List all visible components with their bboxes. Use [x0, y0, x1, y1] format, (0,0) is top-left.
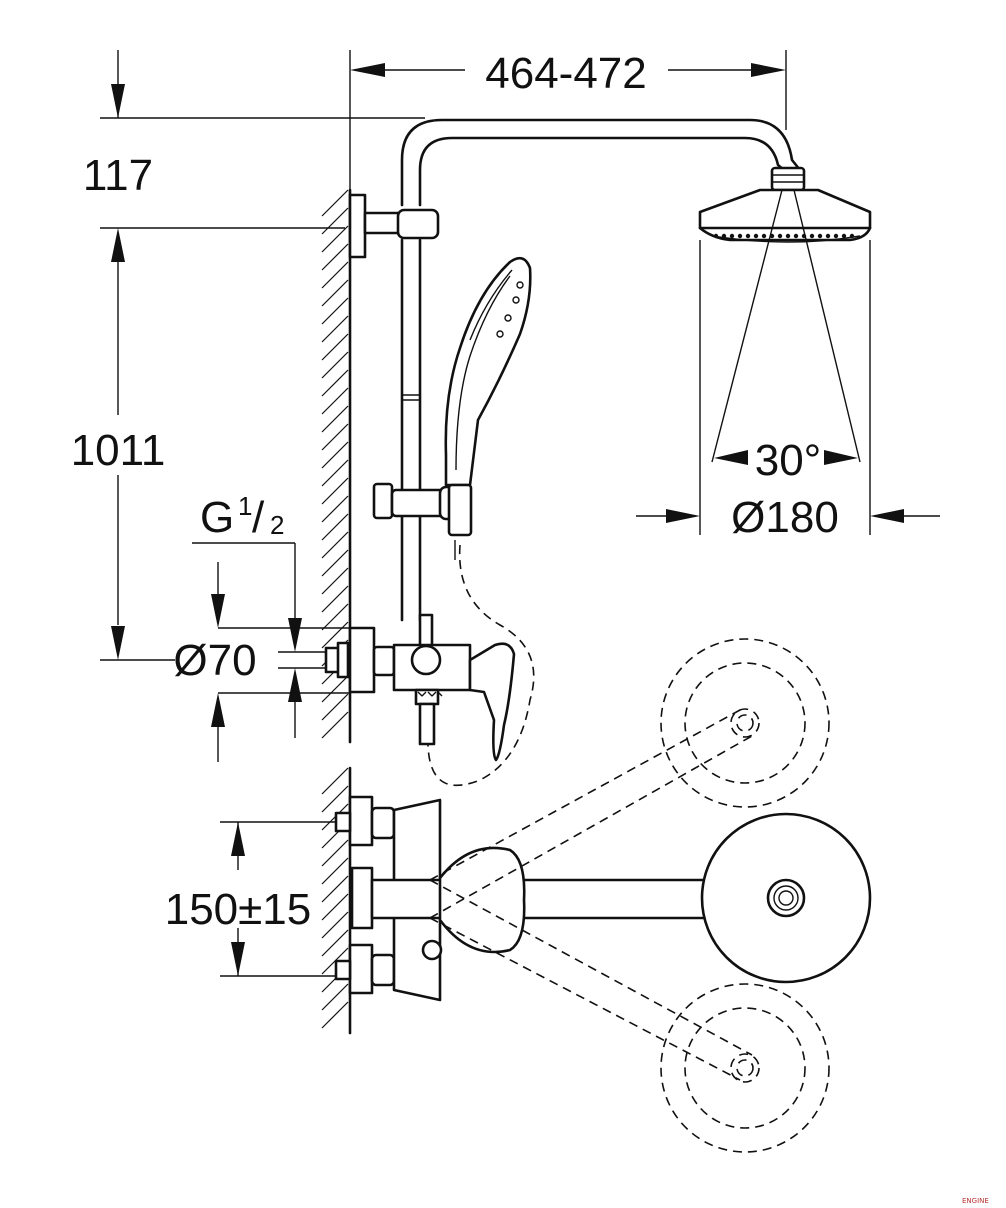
hand-shower — [427, 256, 535, 787]
wall-hatch-line — [321, 675, 349, 703]
wall-hatch-line — [321, 513, 349, 541]
wall-hatch-line — [321, 369, 349, 397]
wall-hatch-line — [321, 531, 349, 559]
wall-hatch-line — [321, 315, 349, 343]
dimension-rail-height: 1011 — [71, 262, 175, 661]
watermark: ENGINE — [962, 1197, 989, 1205]
wall-hatch-line — [321, 603, 349, 631]
connection-spacing-label: 150±15 — [165, 885, 312, 934]
wall-hatch-line — [321, 477, 349, 505]
wall-top-view — [321, 766, 352, 1035]
wall-hatch-line — [321, 585, 349, 613]
wall-hatch-line — [321, 929, 349, 957]
wall-hatch-line — [321, 261, 349, 289]
top-offset-label: 117 — [83, 151, 153, 200]
wall-rose-dia-label: Ø70 — [173, 636, 256, 685]
nozzle-dot — [745, 233, 751, 239]
dimension-wall-rose: Ø70 — [173, 562, 350, 762]
nozzle-dot — [777, 233, 783, 239]
wall-hatch-line — [321, 711, 349, 739]
wall-hatch-line — [321, 767, 349, 795]
shower-rail-and-arm — [348, 118, 802, 622]
nozzle-dot — [753, 233, 759, 239]
nozzle-dot — [833, 233, 839, 239]
wall-hatch-line — [321, 857, 349, 885]
wall-hatch-line — [321, 567, 349, 595]
nozzle-dot — [825, 233, 831, 239]
wall-hatch-line — [321, 983, 349, 1011]
thread-slash: / — [252, 493, 265, 542]
wall-hatch-line — [321, 785, 349, 813]
nozzle-dot — [713, 233, 719, 239]
nozzle-dot — [817, 233, 823, 239]
wall-hatch-line — [321, 459, 349, 487]
wall-hatch-line — [321, 423, 349, 451]
spray-angle-label: 30° — [755, 436, 822, 485]
wall-hatch-line — [321, 839, 349, 867]
nozzle-dot — [761, 233, 767, 239]
wall-hatch-line — [321, 225, 349, 253]
mixer-side-view — [324, 613, 516, 762]
wall-hatch-line — [321, 297, 349, 325]
wall-hatch-line — [321, 621, 349, 649]
wall-hatch-line — [321, 405, 349, 433]
wall-hatch-line — [321, 243, 349, 271]
head-dia-label: Ø180 — [731, 493, 839, 542]
thread-denominator: 2 — [270, 510, 284, 540]
wall-hatch-line — [321, 911, 349, 939]
nozzle-dot — [841, 233, 847, 239]
dimension-connection-spacing: 150±15 — [165, 821, 352, 977]
mixer-top-view — [334, 795, 872, 1002]
nozzle-dot — [785, 233, 791, 239]
wall-hatch-line — [321, 693, 349, 721]
nozzle-dot — [737, 233, 743, 239]
dimension-head-diameter: Ø180 — [636, 493, 940, 542]
wall-hatch-line — [321, 207, 349, 235]
dimension-arm-reach: 464-472 — [349, 49, 787, 190]
arm-reach-label: 464-472 — [485, 49, 646, 98]
wall-hatch-line — [321, 441, 349, 469]
thread-numerator: 1 — [238, 491, 252, 521]
nozzle-dot — [793, 233, 799, 239]
nozzle-dot — [729, 233, 735, 239]
wall-hatch-line — [321, 387, 349, 415]
wall-hatch-line — [321, 351, 349, 379]
wall-hatch-line — [321, 333, 349, 361]
nozzle-dot — [809, 233, 815, 239]
swing-position-upper — [429, 638, 830, 919]
wall-hatch-line — [321, 893, 349, 921]
dimension-spray-angle: 30° — [699, 189, 871, 535]
wall-hatch-line — [321, 875, 349, 903]
wall-hatch-line — [321, 495, 349, 523]
wall-hatch-line — [321, 189, 349, 217]
dimension-thread: G 1 / 2 — [192, 491, 345, 738]
swing-position-lower — [429, 879, 830, 1153]
thread-prefix: G — [200, 493, 234, 542]
wall-hatch-line — [321, 1001, 349, 1029]
rail-height-label: 1011 — [71, 426, 166, 475]
wall-hatch-line — [321, 279, 349, 307]
nozzle-dot — [721, 233, 727, 239]
wall-hatch-line — [321, 549, 349, 577]
head-shower — [698, 166, 872, 243]
nozzle-dot — [849, 233, 855, 239]
dimension-top-offset: 117 — [83, 50, 425, 262]
